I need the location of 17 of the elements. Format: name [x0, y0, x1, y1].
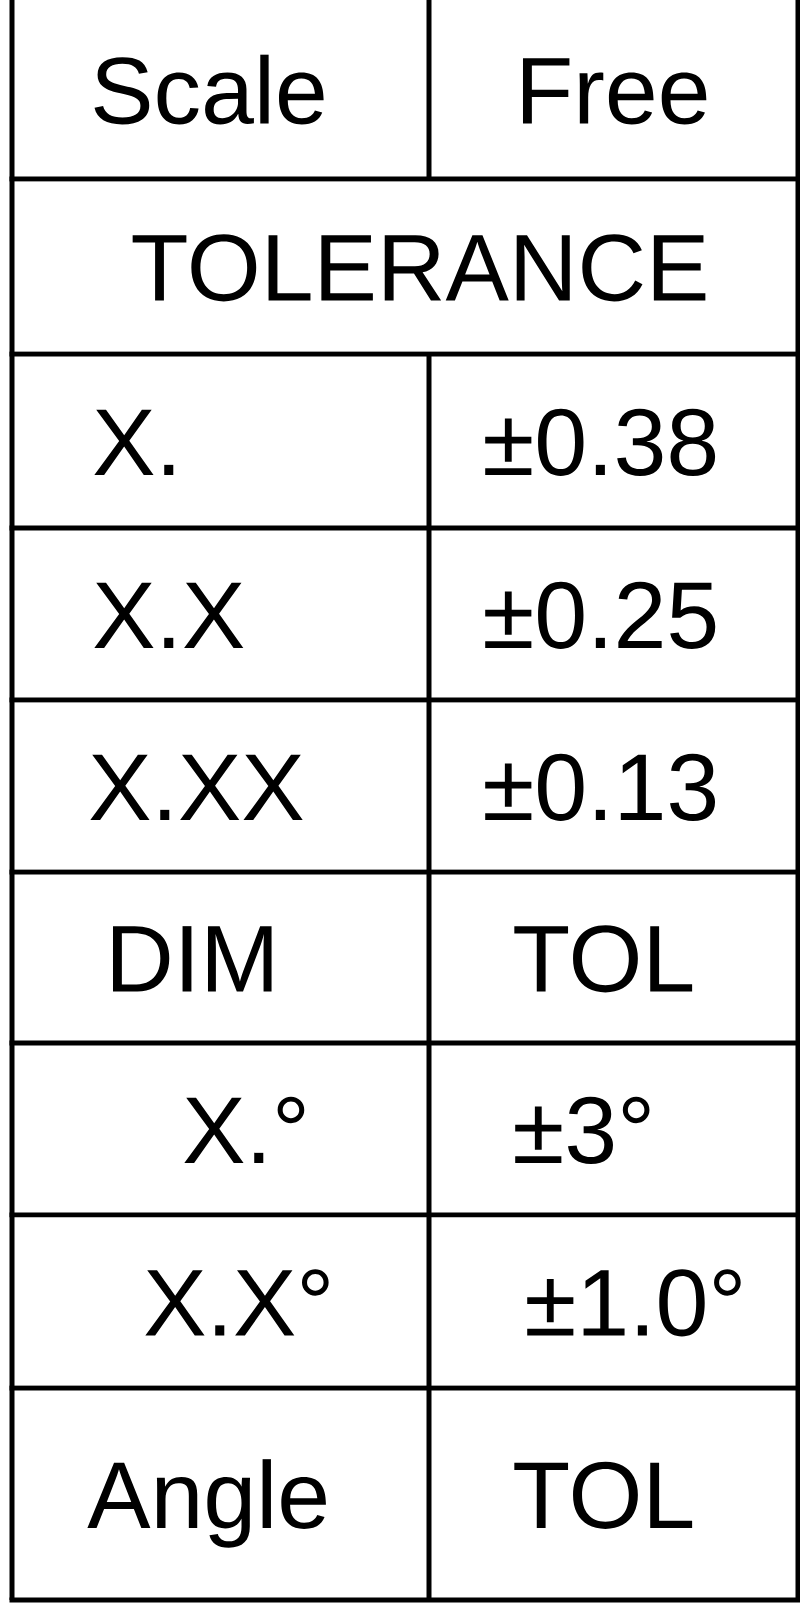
cell-text: X.°	[184, 1096, 305, 1163]
cell-text: ±3°	[515, 1096, 650, 1164]
cell-text: X.X	[94, 582, 244, 648]
cell-text: Scale	[94, 54, 324, 125]
cell-text: TOL	[514, 1461, 693, 1529]
cell-text: TOL	[514, 925, 693, 993]
cell-text: ±1.0°	[527, 1269, 741, 1337]
cell-text: X.XX	[90, 754, 303, 820]
cell-text: TOLERANCE	[132, 234, 706, 302]
cell-text: X.X°	[145, 1269, 329, 1336]
cell-text: ±0.13	[485, 753, 716, 821]
cell-text: X.	[94, 409, 174, 475]
cell-text: Angle	[87, 1459, 326, 1548]
cell-text: ±0.25	[485, 581, 716, 649]
cell-text: ±0.38	[485, 408, 716, 476]
cell-text: Free	[523, 58, 707, 125]
cell-text: DIM	[113, 926, 272, 992]
